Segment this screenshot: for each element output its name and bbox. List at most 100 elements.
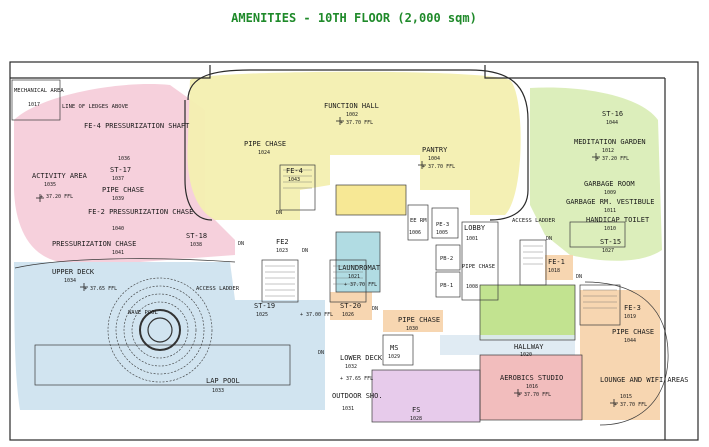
yellow-zone-pantry	[336, 185, 406, 215]
pipe-chase-mid-label: PIPE CHASE	[462, 264, 495, 270]
fe2-core-code: 1023	[276, 248, 288, 254]
elevation-markers	[36, 117, 618, 407]
laundromat-code: 1021	[348, 274, 360, 280]
st20-ffl: + 37.00 FFL	[300, 312, 333, 318]
handicap-toilet-label: HANDICAP TOILET	[586, 216, 650, 224]
fe2-shaft-code: 1040	[112, 226, 124, 232]
st15-code: 1027	[602, 248, 614, 254]
door-tag: DN	[372, 306, 378, 312]
pipe-chase-left-code: 1039	[112, 196, 124, 202]
lime-zone-toilets	[480, 285, 575, 340]
lower-deck-code: 1032	[345, 364, 357, 370]
door-tag: DN	[318, 350, 324, 356]
meditation-label: MEDITATION GARDEN	[574, 138, 646, 146]
st18-label: ST-18	[186, 232, 207, 240]
st19-code: 1025	[256, 312, 268, 318]
handicap-toilet-code: 1010	[604, 226, 616, 232]
fe2-shaft-label: FE-2 PRESSURIZATION CHASE	[88, 208, 193, 216]
laundromat-box	[335, 231, 381, 293]
ledges-label: LINE OF LEDGES ABOVE	[62, 104, 128, 110]
aerobics-label: AEROBICS STUDIO	[500, 374, 563, 382]
elevation-marker-icon	[418, 161, 426, 169]
pink-zone	[14, 84, 235, 262]
meditation-code: 1012	[602, 148, 614, 154]
hallway-label: HALLWAY	[514, 343, 544, 351]
fe4-shaft-code: 1036	[118, 156, 130, 162]
outer-wall	[9, 61, 699, 441]
fe1-label: FE-1	[548, 258, 565, 266]
ms-label: MS	[390, 344, 398, 352]
st16-code: 1044	[606, 120, 618, 126]
st20-code: 1026	[342, 312, 354, 318]
pool-wall	[14, 258, 236, 269]
outer-wall-top-right	[484, 65, 665, 79]
lobby-code: 1001	[466, 236, 478, 242]
fe4-core-label: FE-4	[286, 167, 303, 175]
color-fills	[14, 71, 662, 422]
door-tag: DN	[238, 241, 244, 247]
pe3-code: 1005	[436, 230, 448, 236]
pe3-box	[431, 207, 459, 239]
access-ladder-left-label: ACCESS LADDER	[196, 286, 240, 292]
st17-label: ST-17	[110, 166, 131, 174]
garbage-room-label: GARBAGE ROOM	[584, 180, 635, 188]
pantry-code: 1004	[428, 156, 440, 162]
wave-pool-rings	[107, 277, 213, 383]
elevation-marker-icon	[36, 194, 44, 202]
orange-zone-pipe	[383, 310, 443, 332]
stair-fe3	[579, 284, 621, 326]
lounge-code: 1015	[620, 394, 632, 400]
lounge-curved-wall	[584, 281, 669, 426]
handicap-box	[569, 221, 626, 248]
upper-deck-label: UPPER DECK	[52, 268, 95, 276]
pb2-label: PB-2	[440, 256, 453, 262]
orange-zone-st20	[330, 292, 372, 320]
upper-deck-code: 1034	[64, 278, 76, 284]
door-tag: DN	[302, 248, 308, 254]
pipe-chase-hall-label: PIPE CHASE	[244, 140, 286, 148]
wave-pool-label: WAVE POOL	[128, 310, 158, 316]
aerobics-code: 1016	[526, 384, 538, 390]
fe3-code: 1019	[624, 314, 636, 320]
door-tag: DN	[546, 236, 552, 242]
fs-label: FS	[412, 406, 420, 414]
door-tag: DN	[576, 274, 582, 280]
elevation-marker-icon	[80, 283, 88, 291]
lift-pb2	[435, 244, 461, 271]
fe2-core-label: FE2	[276, 238, 289, 246]
garbage-vestibule-label: GARBAGE RM. VESTIBULE	[566, 198, 655, 206]
red-zone-aerobics	[480, 355, 582, 420]
stair-st20	[329, 259, 367, 303]
stair-fe4	[279, 164, 316, 211]
purple-zone-fs	[372, 370, 480, 422]
lower-deck-ffl: + 37.65 FFL	[340, 376, 373, 382]
blue-zone-hallway	[440, 335, 575, 355]
pe3-label: PE-3	[436, 222, 449, 228]
ms-code: 1029	[388, 354, 400, 360]
interior-walls	[34, 164, 626, 423]
lower-deck-label: LOWER DECK	[340, 354, 383, 362]
upper-deck-ffl: + 37.65 FFL	[84, 286, 117, 292]
pipe-chase-right-code: 1044	[624, 338, 636, 344]
toilets-box	[479, 284, 576, 341]
garbage-vestibule-code: 1011	[604, 208, 616, 214]
function-hall-code: 1002	[346, 112, 358, 118]
outer-wall-top-left	[10, 65, 211, 79]
lap-pool-label: LAP POOL	[206, 377, 240, 385]
ms-box	[382, 334, 414, 366]
activity-area-ffl: + 37.20 FFL	[40, 194, 73, 200]
fe1-code: 1018	[548, 268, 560, 274]
lift-pb1	[435, 271, 461, 298]
ee-box	[407, 204, 429, 241]
ee-rm-label: EE RM	[410, 218, 427, 224]
hallway-code: 1020	[520, 352, 532, 358]
lounge-label: LOUNGE AND WIFI AREAS	[600, 376, 689, 384]
laundromat-ffl: + 37.70 FFL	[344, 282, 377, 288]
lap-pool-code: 1033	[212, 388, 224, 394]
lap-pool-outline	[34, 344, 291, 386]
mechanical-label: MECHANICAL AREA	[14, 88, 64, 94]
function-hall-ffl: + 37.70 FFL	[340, 120, 373, 126]
lounge-ffl: + 37.70 FFL	[614, 402, 647, 408]
pantry-box	[335, 184, 407, 216]
